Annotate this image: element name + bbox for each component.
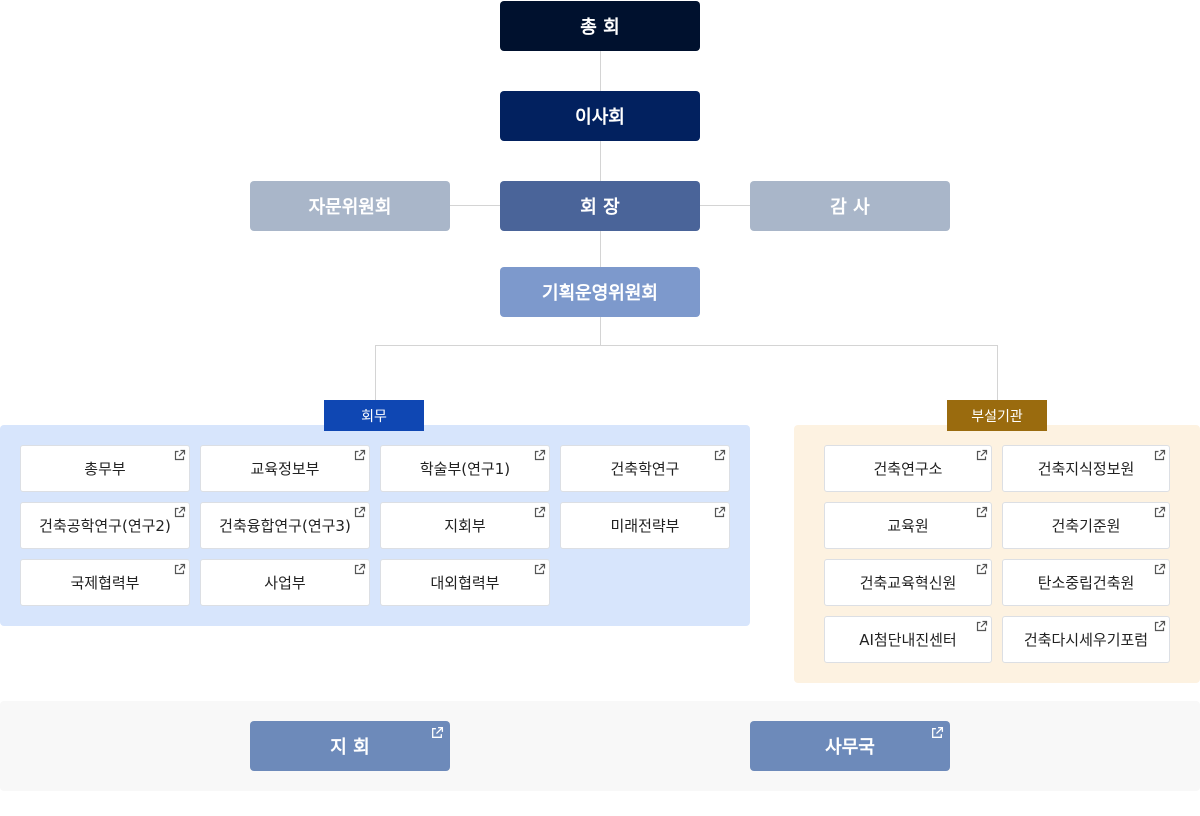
card-label: 건축학연구 — [610, 460, 680, 478]
branch-button[interactable]: 지 회 — [250, 721, 450, 771]
affiliated-institutions-title: 부설기관 — [947, 400, 1047, 431]
card-label: 건축융합연구(연구3) — [219, 517, 351, 535]
member-item-convergence-research[interactable]: 건축융합연구(연구3) — [200, 502, 370, 549]
branch-label: 지 회 — [330, 737, 370, 758]
card-label: 사업부 — [264, 574, 306, 592]
bottom-panel — [0, 701, 1200, 791]
external-link-icon — [533, 563, 546, 576]
external-link-icon — [930, 726, 944, 740]
card-label: 국제협력부 — [70, 574, 140, 592]
card-label: 교육정보부 — [250, 460, 320, 478]
external-link-icon — [1153, 620, 1166, 633]
connector-line — [600, 317, 601, 345]
card-label: 지회부 — [444, 517, 486, 535]
member-item-branch-dept[interactable]: 지회부 — [380, 502, 550, 549]
affiliated-item-knowledge-info[interactable]: 건축지식정보원 — [1002, 445, 1170, 492]
general-assembly-box: 총 회 — [500, 1, 700, 51]
member-item-international[interactable]: 국제협력부 — [20, 559, 190, 606]
affiliated-item-education-center[interactable]: 교육원 — [824, 502, 992, 549]
external-link-icon — [353, 449, 366, 462]
external-link-icon — [713, 449, 726, 462]
member-item-architecture-research[interactable]: 건축학연구 — [560, 445, 730, 492]
external-link-icon — [1153, 563, 1166, 576]
connector-line — [600, 51, 601, 267]
external-link-icon — [713, 506, 726, 519]
external-link-icon — [975, 620, 988, 633]
external-link-icon — [173, 563, 186, 576]
affiliated-item-standards[interactable]: 건축기준원 — [1002, 502, 1170, 549]
planning-committee-box: 기획운영위원회 — [500, 267, 700, 317]
external-link-icon — [353, 506, 366, 519]
card-label: 교육원 — [887, 517, 929, 535]
card-label: 탄소중립건축원 — [1037, 574, 1135, 592]
affiliated-item-ai-seismic[interactable]: AI첨단내진센터 — [824, 616, 992, 663]
affiliated-item-research-institute[interactable]: 건축연구소 — [824, 445, 992, 492]
member-item-academic[interactable]: 학술부(연구1) — [380, 445, 550, 492]
external-link-icon — [975, 506, 988, 519]
external-link-icon — [1153, 449, 1166, 462]
president-box: 회 장 — [500, 181, 700, 231]
secretariat-button[interactable]: 사무국 — [750, 721, 950, 771]
card-label: 건축지식정보원 — [1037, 460, 1135, 478]
connector-line — [375, 345, 998, 346]
external-link-icon — [173, 449, 186, 462]
affiliated-item-education-innovation[interactable]: 건축교육혁신원 — [824, 559, 992, 606]
member-item-future-strategy[interactable]: 미래전략부 — [560, 502, 730, 549]
external-link-icon — [533, 449, 546, 462]
external-link-icon — [173, 506, 186, 519]
connector-line — [375, 345, 376, 400]
card-label: 건축교육혁신원 — [859, 574, 957, 592]
affiliated-item-rebuild-forum[interactable]: 건축다시세우기포럼 — [1002, 616, 1170, 663]
member-item-business[interactable]: 사업부 — [200, 559, 370, 606]
secretariat-label: 사무국 — [825, 737, 875, 758]
card-label: 건축공학연구(연구2) — [39, 517, 171, 535]
board-box: 이사회 — [500, 91, 700, 141]
connector-line — [450, 205, 500, 206]
member-item-general-affairs[interactable]: 총무부 — [20, 445, 190, 492]
external-link-icon — [1153, 506, 1166, 519]
external-link-icon — [975, 563, 988, 576]
card-label: 건축연구소 — [873, 460, 943, 478]
auditor-box: 감 사 — [750, 181, 950, 231]
member-affairs-title: 회무 — [324, 400, 424, 431]
card-label: AI첨단내진센터 — [859, 631, 957, 649]
external-link-icon — [975, 449, 988, 462]
card-label: 건축기준원 — [1051, 517, 1121, 535]
member-item-education-info[interactable]: 교육정보부 — [200, 445, 370, 492]
card-label: 학술부(연구1) — [419, 460, 511, 478]
external-link-icon — [533, 506, 546, 519]
card-label: 대외협력부 — [430, 574, 500, 592]
external-link-icon — [353, 563, 366, 576]
connector-line — [997, 345, 998, 400]
connector-line — [700, 205, 750, 206]
card-label: 건축다시세우기포럼 — [1023, 631, 1149, 649]
card-label: 총무부 — [84, 460, 126, 478]
member-item-engineering-research[interactable]: 건축공학연구(연구2) — [20, 502, 190, 549]
advisory-committee-box: 자문위원회 — [250, 181, 450, 231]
affiliated-item-carbon-neutral[interactable]: 탄소중립건축원 — [1002, 559, 1170, 606]
external-link-icon — [430, 726, 444, 740]
member-item-external-relations[interactable]: 대외협력부 — [380, 559, 550, 606]
card-label: 미래전략부 — [610, 517, 680, 535]
